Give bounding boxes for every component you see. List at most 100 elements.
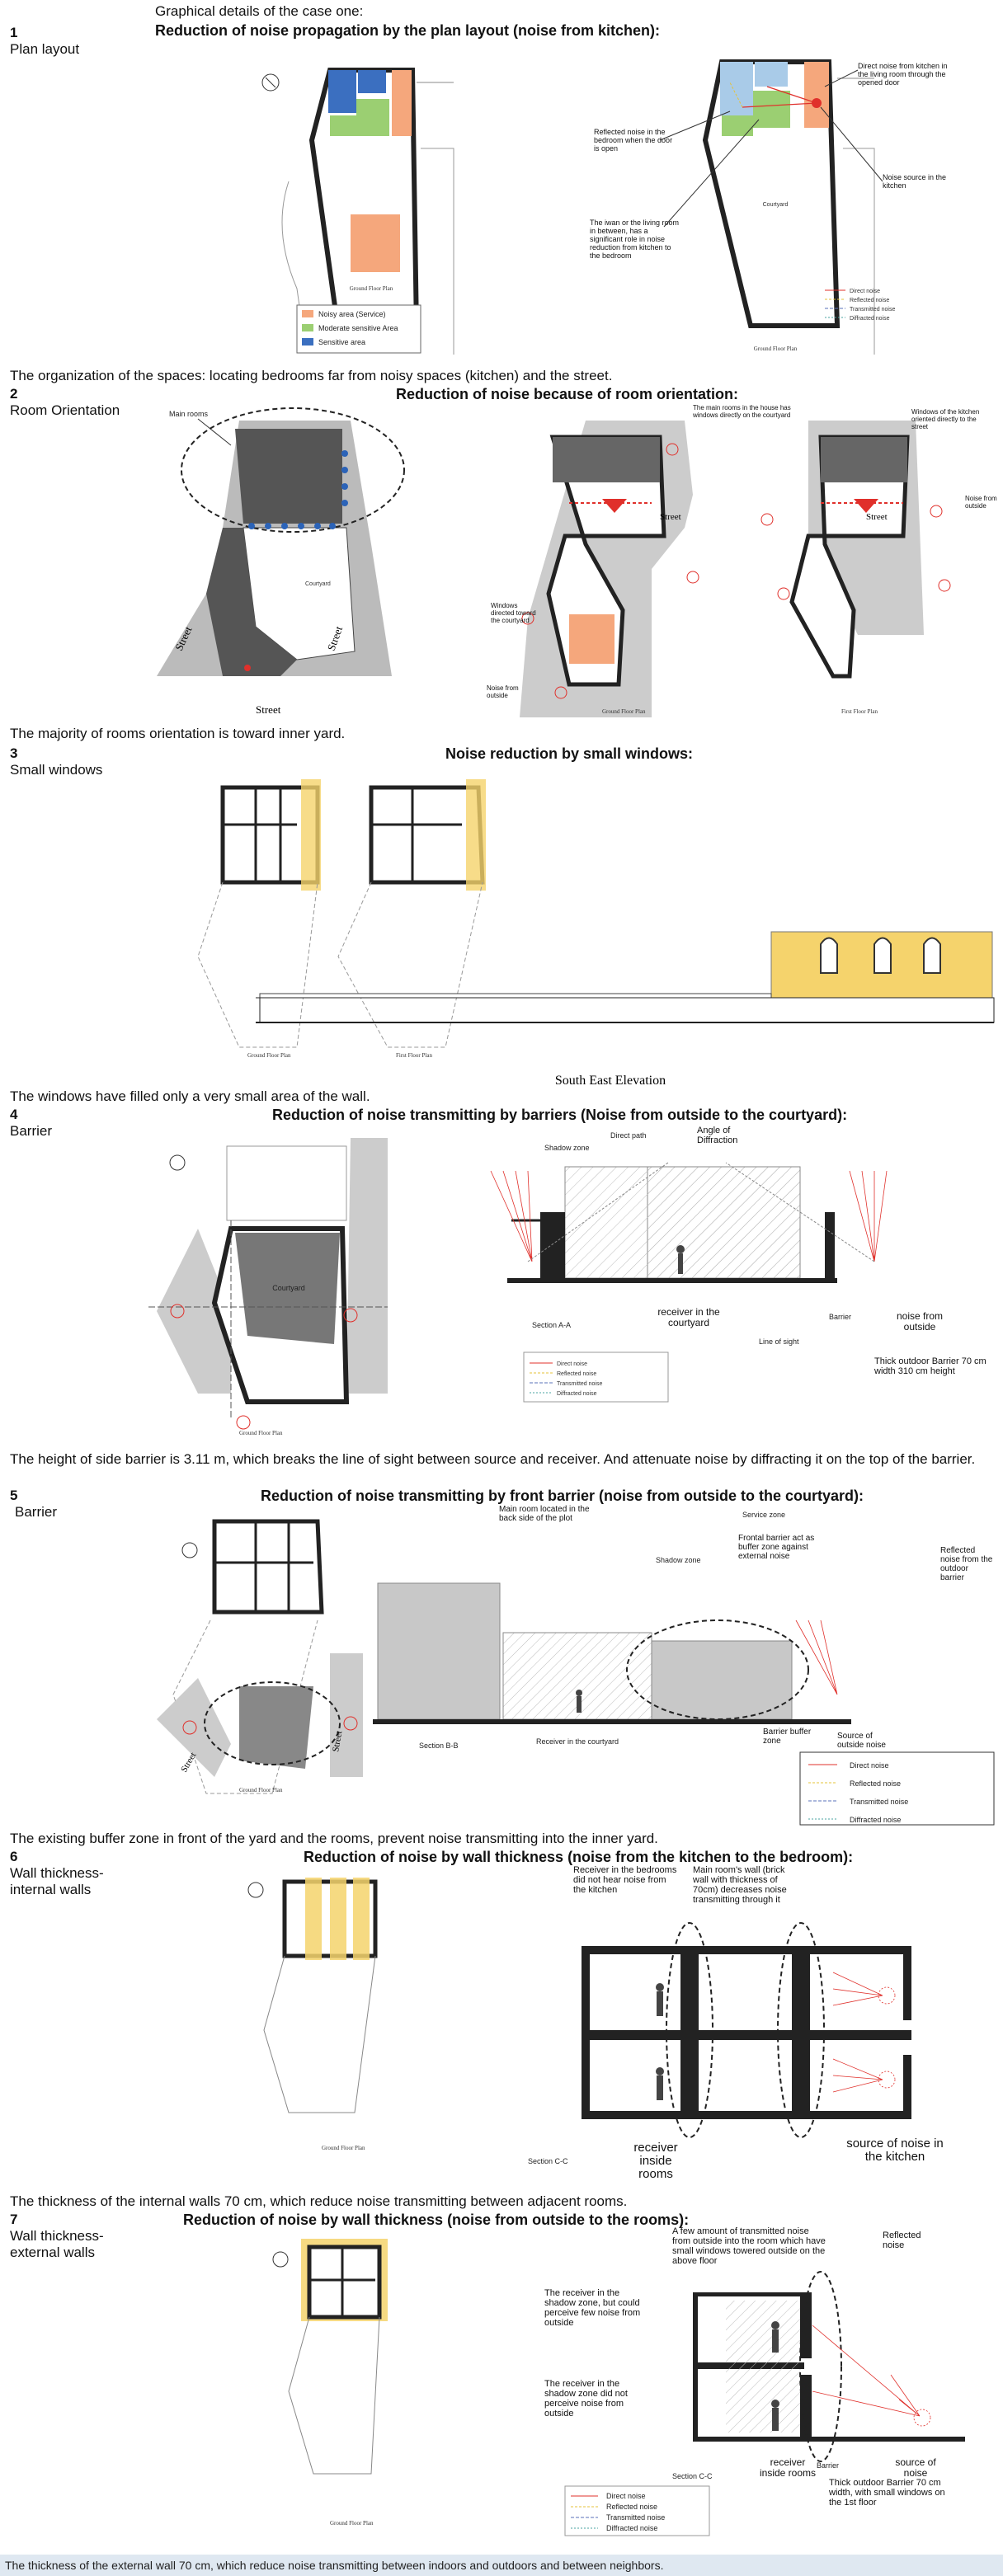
- legend-moderate: Moderate sensitive Area: [318, 324, 398, 332]
- legend-diffracted: Diffracted noise: [557, 1391, 597, 1397]
- plan-title: First Floor Plan: [396, 1052, 432, 1059]
- section-heading: Reduction of noise by wall thickness (no…: [183, 2212, 690, 2228]
- plan-title: Ground Floor Plan: [602, 708, 646, 715]
- section-title: Section B-B: [419, 1742, 459, 1750]
- barrier-figure: Courtyard Ground Floor Plan Direct path …: [148, 1126, 987, 1436]
- legend-reflected: Reflected noise: [606, 2503, 657, 2511]
- section-label: Wall thickness- internal walls: [10, 1865, 104, 1897]
- compass-icon: [169, 1154, 186, 1171]
- front-barrier-figure: Ground Floor Plan Street Street Main roo…: [157, 1505, 995, 1826]
- section-title: Section C-C: [672, 2472, 713, 2480]
- section-label: Plan layout: [10, 41, 80, 57]
- legend-reflected: Reflected noise: [850, 298, 889, 303]
- legend-transmitted: Transmitted noise: [850, 1798, 908, 1806]
- receiver-label: receiver inside rooms: [759, 2457, 817, 2479]
- section-number: 7: [10, 2212, 18, 2227]
- legend-reflected: Reflected noise: [850, 1779, 901, 1788]
- legend-direct: Direct noise: [850, 289, 880, 294]
- plan-title: Ground Floor Plan: [239, 1430, 283, 1436]
- barrier-note: Thick outdoor Barrier 70 cm width 310 cm…: [874, 1356, 987, 1376]
- compass-icon: [247, 1882, 264, 1898]
- main-rooms-label: Main rooms: [169, 410, 209, 418]
- note-kitchen-windows: Windows of the kitchen oriented directly…: [911, 408, 980, 430]
- section-title: Section A-A: [532, 1321, 571, 1329]
- legend-direct: Direct noise: [557, 1361, 587, 1367]
- noise-legend: Direct noise Reflected noise Transmitted…: [825, 289, 895, 322]
- plan-title: Ground Floor Plan: [322, 2145, 365, 2151]
- section-number: 4: [10, 1107, 18, 1122]
- courtyard-label: Courtyard: [305, 581, 331, 587]
- legend-transmitted: Transmitted noise: [850, 307, 895, 313]
- small-windows-figure: Ground Floor Plan First Floor Plan South…: [197, 779, 995, 1088]
- compass-icon: [181, 1542, 198, 1558]
- legend-direct: Direct noise: [850, 1761, 889, 1770]
- source-label: noise from outside: [896, 1311, 944, 1333]
- room-orientation-figure: Main rooms Courtyard Street Street Stree…: [157, 404, 997, 717]
- noise-legend: Direct noise Reflected noise Transmitted…: [523, 1351, 669, 1403]
- legend-noisy: Noisy area (Service): [318, 310, 386, 318]
- noise-legend: Direct noise Reflected noise Transmitted…: [799, 1751, 995, 1826]
- top-note: A few amount of transmitted noise from o…: [672, 2226, 826, 2266]
- footer-caption: The thickness of the external wall 70 cm…: [0, 2555, 1003, 2576]
- source-label: source of noise: [895, 2457, 936, 2479]
- section-caption: The thickness of the internal walls 70 c…: [10, 2193, 628, 2209]
- legend-diffracted: Diffracted noise: [850, 1816, 901, 1824]
- section-label: Barrier: [10, 1123, 53, 1139]
- note-iwan: The iwan or the living room in between, …: [590, 219, 680, 260]
- section-heading: Reduction of noise transmitting by front…: [261, 1488, 864, 1504]
- section-caption: The windows have filled only a very smal…: [10, 1088, 370, 1104]
- shadow-zone-label: Shadow zone: [656, 1556, 701, 1564]
- section-heading: Reduction of noise transmitting by barri…: [272, 1107, 848, 1123]
- receiver-label: receiver in the courtyard: [657, 1307, 720, 1328]
- reflected-label: Reflected noise from the outdoor barrier: [940, 1546, 993, 1582]
- note-reflected: Reflected noise in the bedroom when the …: [594, 128, 673, 153]
- compass-icon: [261, 73, 280, 92]
- receiver-label: Receiver in the courtyard: [536, 1737, 619, 1746]
- section-title: Section C-C: [528, 2157, 568, 2165]
- source-label: Source of outside noise: [837, 1732, 886, 1750]
- section-heading: Reduction of noise propagation by the pl…: [155, 22, 661, 39]
- direct-path-label: Direct path: [610, 1131, 647, 1140]
- section-label: Barrier: [15, 1504, 58, 1520]
- receiver-label: receiver inside rooms: [633, 2141, 678, 2181]
- note-source: Noise source in the kitchen: [883, 173, 947, 190]
- legend-diffracted: Diffracted noise: [606, 2524, 657, 2532]
- zone-legend: Noisy area (Service) Moderate sensitive …: [296, 304, 421, 354]
- note-noise-outside: Noise from outside: [487, 684, 519, 699]
- plan-title: First Floor Plan: [841, 708, 878, 715]
- legend-reflected: Reflected noise: [557, 1371, 596, 1377]
- frontal-barrier-label: Frontal barrier act as buffer zone again…: [738, 1534, 815, 1561]
- intro-text: Graphical details of the case one:: [155, 3, 364, 19]
- angle-label: Angle of Diffraction: [697, 1126, 738, 1145]
- section-label: Small windows: [10, 762, 103, 778]
- noise-legend: Direct noise Reflected noise Transmitted…: [564, 2485, 710, 2536]
- main-room-label: Main room located in the back side of th…: [499, 1505, 590, 1523]
- section-heading: Reduction of noise by wall thickness (no…: [304, 1849, 854, 1865]
- section-number: 1: [10, 25, 18, 40]
- section-number: 3: [10, 745, 18, 761]
- note-direct: Direct noise from kitchen in the living …: [858, 62, 948, 87]
- legend-sensitive: Sensitive area: [318, 338, 365, 346]
- source-label: source of noise in the kitchen: [846, 2137, 944, 2164]
- courtyard-label: Courtyard: [272, 1284, 305, 1292]
- shadow-note-2: The receiver in the shadow zone did not …: [544, 2379, 628, 2419]
- barrier-label: Barrier: [829, 1313, 851, 1321]
- legend-diffracted: Diffracted noise: [850, 316, 890, 322]
- reflected-label: Reflected noise: [883, 2230, 921, 2250]
- section-number: 6: [10, 1849, 18, 1864]
- buffer-label: Barrier buffer zone: [763, 1728, 812, 1746]
- external-wall-figure: Ground Floor Plan A few amount of transm…: [272, 2226, 965, 2536]
- plan-title: Ground Floor Plan: [239, 1787, 283, 1793]
- shadow-note-1: The receiver in the shadow zone, but cou…: [544, 2288, 641, 2328]
- legend-direct: Direct noise: [606, 2492, 646, 2500]
- section-number: 5: [10, 1488, 18, 1503]
- plan-title: Ground Floor Plan: [350, 285, 393, 292]
- legend-transmitted: Transmitted noise: [557, 1381, 602, 1387]
- street-label: Street: [331, 1730, 344, 1752]
- barrier-label: Barrier: [817, 2461, 839, 2470]
- plan-title: Ground Floor Plan: [247, 1052, 291, 1059]
- section-caption: The height of side barrier is 3.11 m, wh…: [10, 1451, 976, 1467]
- service-zone-label: Service zone: [742, 1511, 785, 1519]
- section-caption: The organization of the spaces: locating…: [10, 368, 613, 383]
- plan-layout-figure: Ground Floor Plan Noisy area (Service) M…: [261, 59, 948, 355]
